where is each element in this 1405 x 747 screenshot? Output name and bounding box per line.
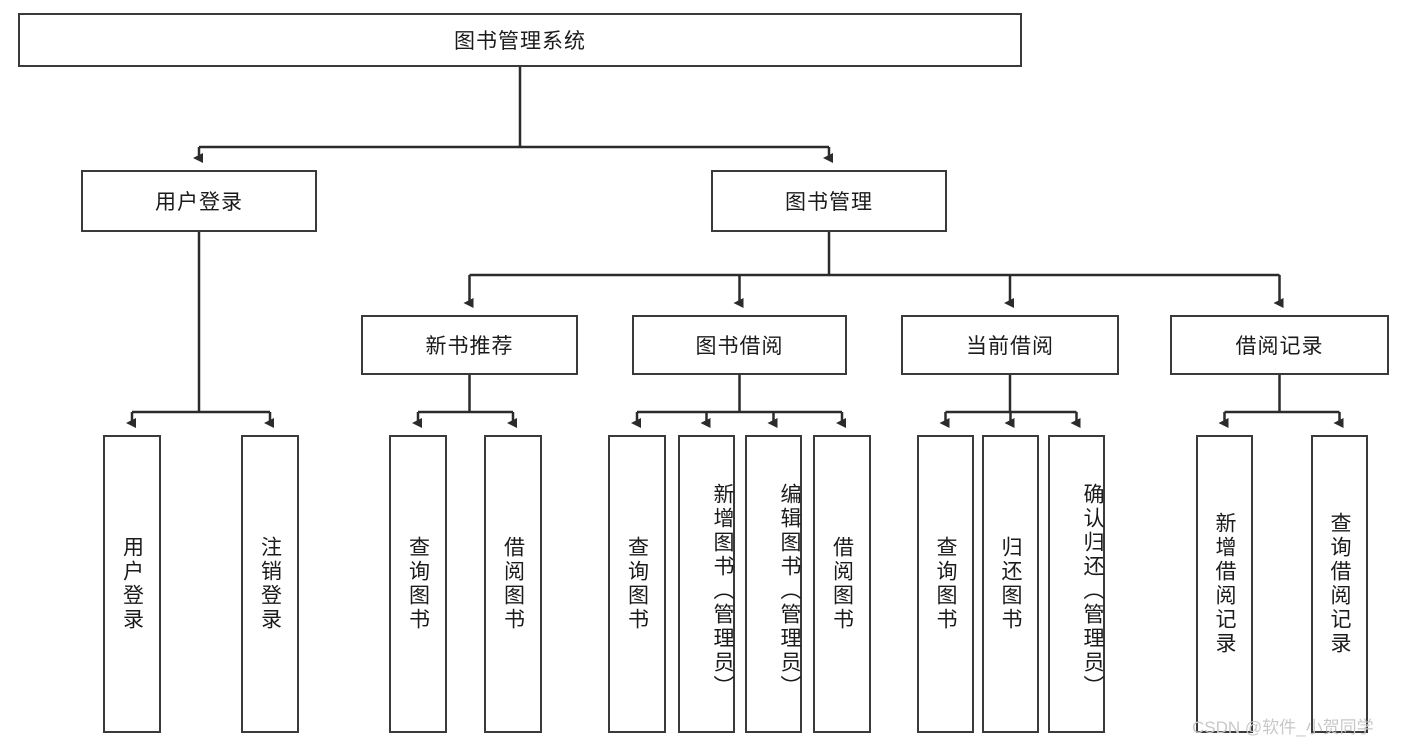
node-root[interactable]: 图书管理系统 xyxy=(18,13,1022,67)
node-l3b[interactable]: 图书借阅 xyxy=(632,315,847,375)
node-f3[interactable]: 查询图书 xyxy=(389,435,447,733)
node-label: 图书管理 xyxy=(785,191,873,214)
node-label: 用户登录 xyxy=(120,536,144,632)
node-label: 归还图书 xyxy=(999,536,1022,632)
node-label: 借阅图书 xyxy=(501,536,525,632)
node-l3c[interactable]: 当前借阅 xyxy=(901,315,1119,375)
node-f12[interactable]: 新增借阅记录 xyxy=(1196,435,1253,733)
node-f13[interactable]: 查询借阅记录 xyxy=(1311,435,1368,733)
node-f4[interactable]: 借阅图书 xyxy=(484,435,542,733)
node-label: 新增图书（管理员） xyxy=(711,483,734,699)
node-label: 查询借阅记录 xyxy=(1328,512,1351,656)
node-label: 注销登录 xyxy=(258,536,282,632)
node-f1[interactable]: 用户登录 xyxy=(103,435,161,733)
node-label: 图书借阅 xyxy=(695,335,784,358)
node-label: 图书管理系统 xyxy=(454,30,586,53)
node-label: 编辑图书（管理员） xyxy=(778,483,801,699)
node-f6[interactable]: 新增图书（管理员） xyxy=(678,435,735,733)
node-l2b[interactable]: 图书管理 xyxy=(711,170,947,232)
node-label: 新增借阅记录 xyxy=(1213,512,1236,656)
node-f8[interactable]: 借阅图书 xyxy=(813,435,871,733)
node-label: 用户登录 xyxy=(155,191,243,214)
node-l3a[interactable]: 新书推荐 xyxy=(361,315,578,375)
node-f7[interactable]: 编辑图书（管理员） xyxy=(745,435,802,733)
node-label: 查询图书 xyxy=(934,536,957,632)
node-label: 确认归还（管理员） xyxy=(1081,483,1104,699)
node-f11[interactable]: 确认归还（管理员） xyxy=(1048,435,1105,733)
node-label: 当前借阅 xyxy=(966,335,1054,358)
node-f2[interactable]: 注销登录 xyxy=(241,435,299,733)
watermark-text: CSDN @软件_小贺同学 xyxy=(1192,718,1374,737)
node-f9[interactable]: 查询图书 xyxy=(917,435,974,733)
node-l3d[interactable]: 借阅记录 xyxy=(1170,315,1389,375)
node-l2a[interactable]: 用户登录 xyxy=(81,170,317,232)
node-f5[interactable]: 查询图书 xyxy=(608,435,666,733)
node-f10[interactable]: 归还图书 xyxy=(982,435,1039,733)
node-label: 新书推荐 xyxy=(425,335,514,358)
node-label: 查询图书 xyxy=(625,536,649,632)
node-label: 借阅记录 xyxy=(1235,335,1324,358)
node-label: 借阅图书 xyxy=(830,536,854,632)
node-label: 查询图书 xyxy=(406,536,430,632)
